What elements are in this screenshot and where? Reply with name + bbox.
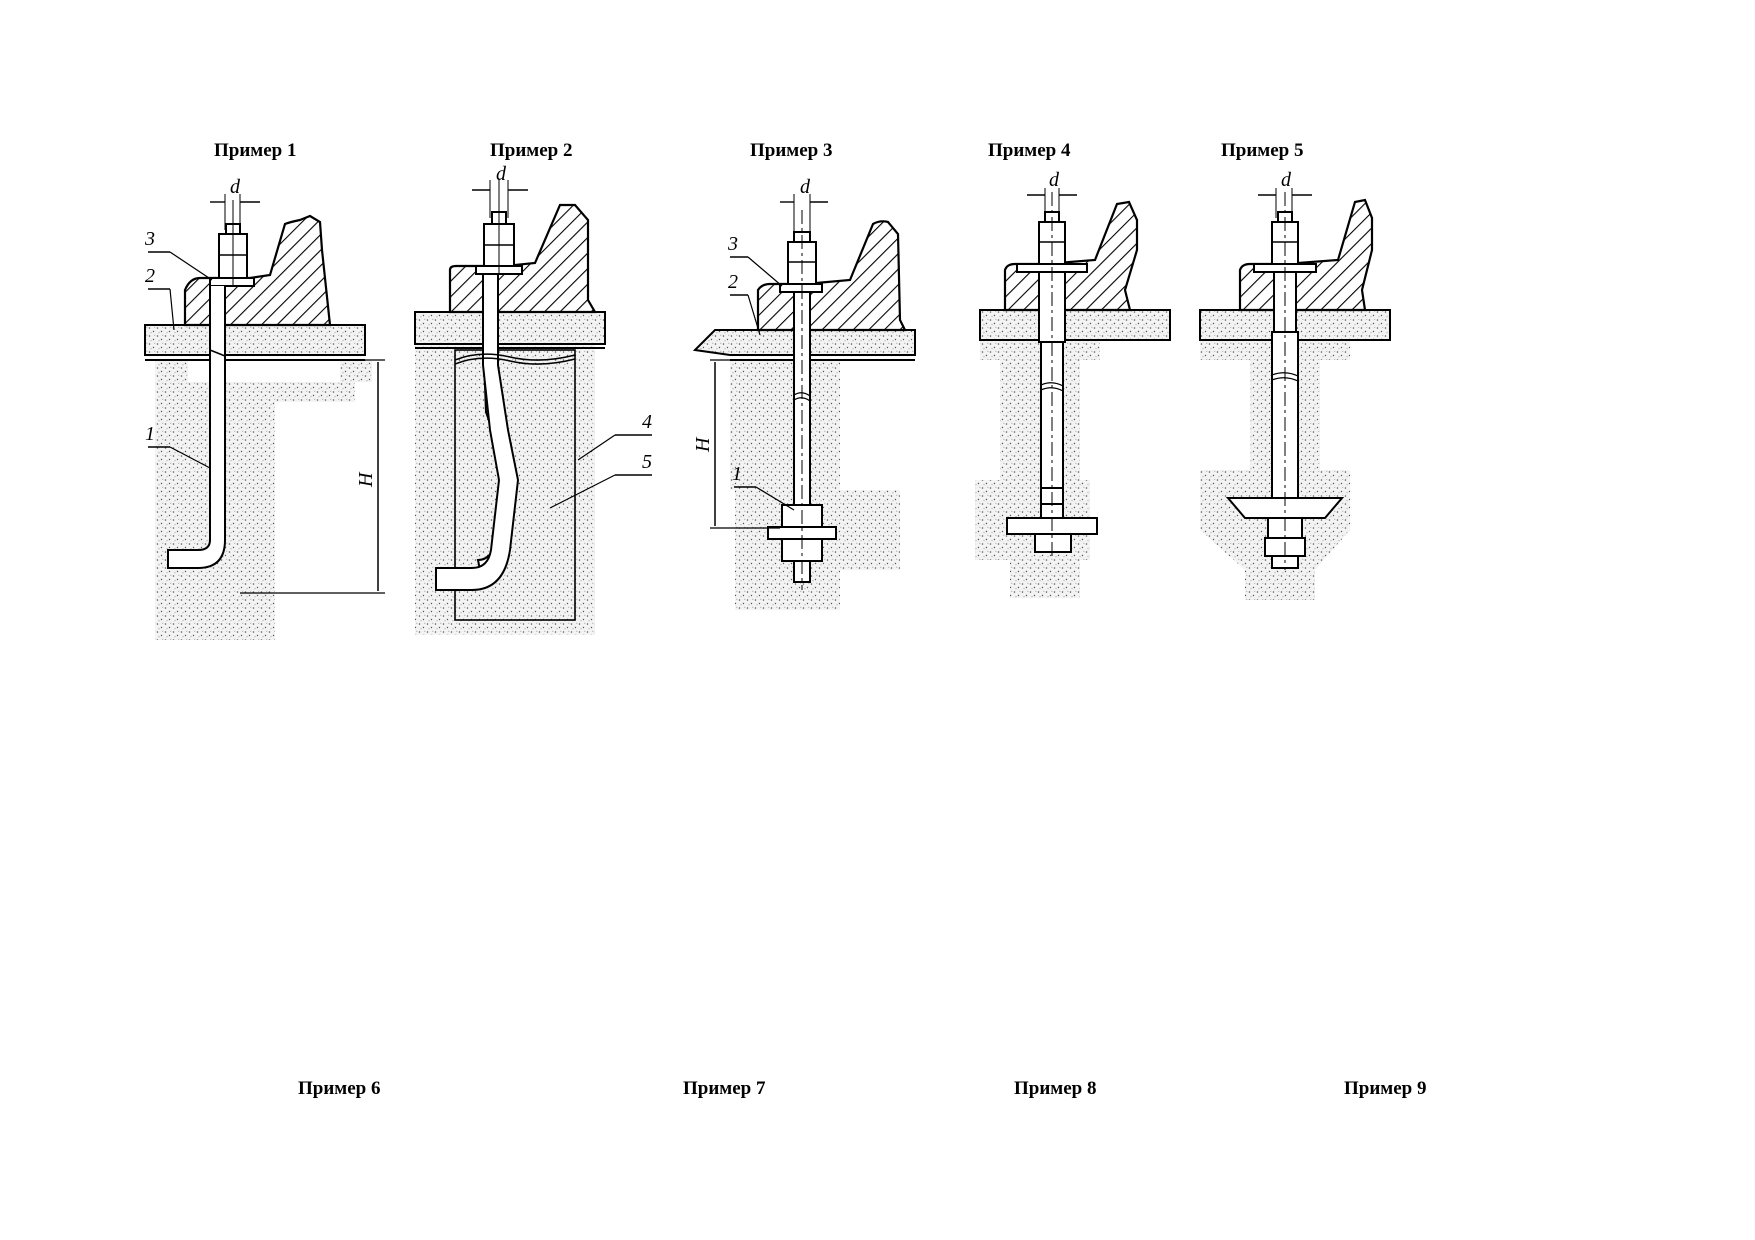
diagram-example-2: d 4 5	[414, 163, 652, 635]
diagram-example-5: d	[1199, 169, 1391, 600]
label-3: 3	[144, 228, 155, 250]
label-d: d	[800, 176, 811, 198]
caption-example-3: Пример 3	[750, 140, 833, 161]
label-d: d	[1049, 169, 1060, 191]
label-2: 2	[728, 271, 738, 293]
label-2: 2	[145, 265, 155, 287]
label-4: 4	[642, 411, 652, 433]
caption-example-9: Пример 9	[1344, 1078, 1427, 1099]
diagram-example-1: d H 3 2 1	[144, 176, 385, 640]
caption-example-4: Пример 4	[988, 140, 1071, 161]
label-1: 1	[732, 463, 742, 485]
label-H: H	[692, 436, 714, 453]
caption-example-8: Пример 8	[1014, 1078, 1097, 1099]
label-3: 3	[727, 233, 738, 255]
label-d: d	[496, 163, 507, 185]
caption-example-2: Пример 2	[490, 140, 573, 161]
caption-example-7: Пример 7	[683, 1078, 766, 1099]
caption-example-6: Пример 6	[298, 1078, 381, 1099]
label-d: d	[230, 176, 241, 198]
label-d: d	[1281, 169, 1292, 191]
diagram-example-3: d H 3 2 1	[692, 176, 916, 610]
caption-example-5: Пример 5	[1221, 140, 1304, 161]
label-H: H	[355, 471, 377, 488]
diagram-example-4: d	[975, 169, 1171, 598]
label-1: 1	[145, 423, 155, 445]
caption-example-1: Пример 1	[214, 140, 297, 161]
label-5: 5	[642, 451, 652, 473]
